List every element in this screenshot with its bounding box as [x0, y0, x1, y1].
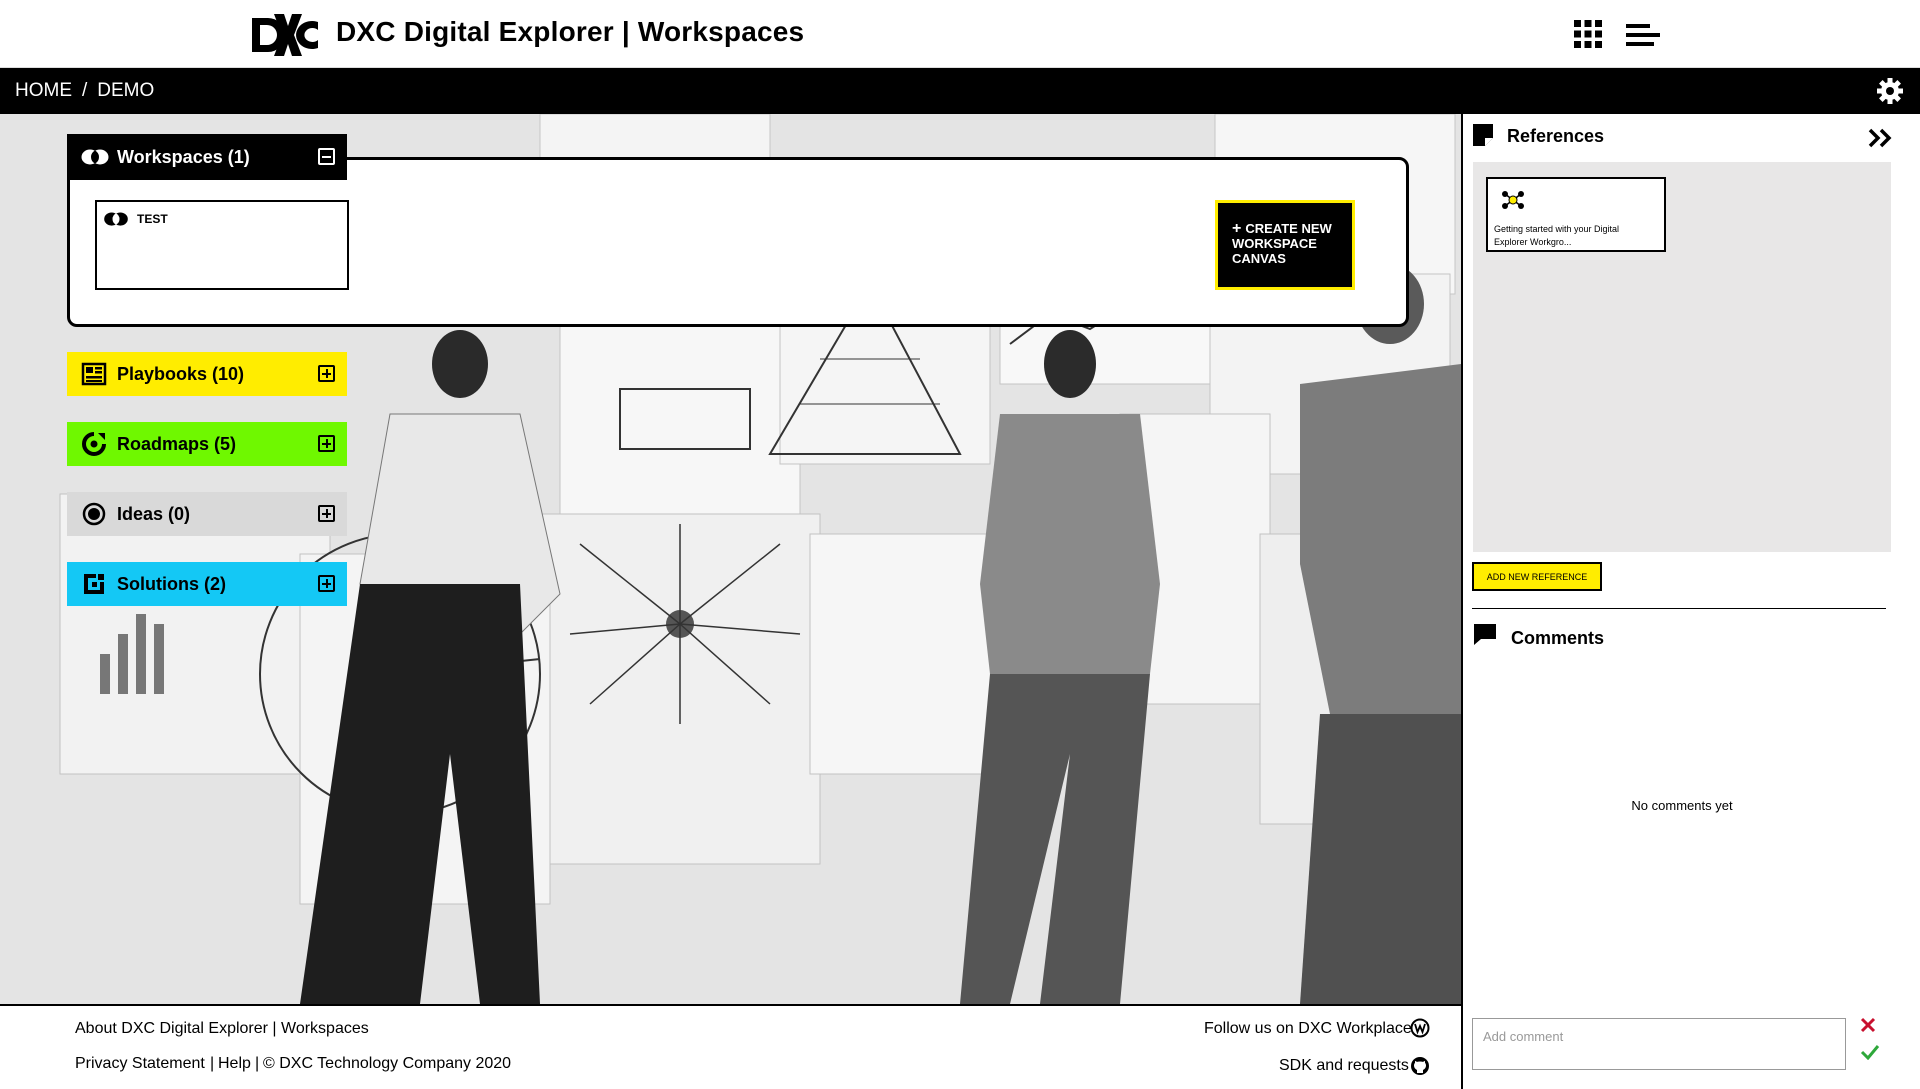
about-link[interactable]: About DXC Digital Explorer | Workspaces	[75, 1020, 369, 1037]
expand-ideas-button[interactable]	[318, 505, 335, 522]
checkmark-icon[interactable]	[1860, 1044, 1880, 1060]
github-icon[interactable]	[1410, 1056, 1430, 1076]
workspace-card[interactable]: TEST	[95, 200, 349, 290]
roadmaps-label: Roadmaps (5)	[117, 433, 237, 454]
dxc-logo-icon[interactable]	[250, 12, 320, 58]
copyright-text: © DXC Technology Company 2020	[263, 1055, 512, 1072]
playbook-icon	[81, 362, 107, 386]
grid-apps-icon[interactable]	[1574, 20, 1602, 48]
workspaces-header[interactable]: Workspaces (1)	[67, 134, 347, 180]
expand-roadmaps-button[interactable]	[318, 435, 335, 452]
footer: About DXC Digital Explorer | Workspaces …	[0, 1004, 1461, 1089]
roadmaps-header[interactable]: Roadmaps (5)	[67, 422, 347, 466]
references-icon	[1473, 124, 1493, 146]
workspace-main-area: Workspaces (1) TEST +CREATE NEW WORKSPAC…	[0, 114, 1461, 1004]
double-chevron-right-icon[interactable]	[1868, 128, 1894, 148]
no-comments-text: No comments yet	[1631, 798, 1733, 813]
workplace-icon[interactable]	[1410, 1018, 1430, 1038]
gear-icon[interactable]	[1876, 77, 1904, 105]
sdk-link[interactable]: SDK and requests	[1279, 1057, 1409, 1074]
solution-icon	[84, 574, 104, 594]
idea-icon	[82, 502, 106, 526]
app-title: DXC Digital Explorer | Workspaces	[336, 16, 805, 47]
reference-card[interactable]: Getting started with your Digital Explor…	[1486, 177, 1666, 252]
comment-icon	[1474, 624, 1496, 645]
close-icon[interactable]	[1860, 1017, 1876, 1033]
workspaces-title: Workspaces (1)	[117, 146, 250, 167]
breadcrumb: HOME / DEMO	[15, 80, 154, 102]
roadmap-icon	[82, 432, 106, 456]
plus-icon: +	[1232, 220, 1242, 237]
breadcrumb-separator: /	[82, 80, 88, 101]
sidebar-divider	[1472, 608, 1886, 609]
create-workspace-canvas-button[interactable]: +CREATE NEW WORKSPACE CANVAS	[1215, 200, 1355, 290]
reference-title: Getting started with your Digital Explor…	[1494, 224, 1620, 247]
breadcrumb-current: DEMO	[97, 80, 155, 101]
privacy-link[interactable]: Privacy Statement	[75, 1055, 205, 1072]
add-new-reference-button[interactable]: ADD NEW REFERENCE	[1472, 562, 1602, 591]
references-title: References	[1507, 126, 1605, 146]
footer-separator: |	[210, 1055, 215, 1072]
ideas-header[interactable]: Ideas (0)	[67, 492, 347, 536]
hamburger-menu-icon[interactable]	[1626, 24, 1660, 46]
network-icon	[1502, 191, 1524, 209]
playbooks-label: Playbooks (10)	[117, 363, 245, 384]
help-link[interactable]: Help	[218, 1055, 251, 1072]
playbooks-header[interactable]: Playbooks (10)	[67, 352, 347, 396]
solutions-header[interactable]: Solutions (2)	[67, 562, 347, 606]
workspace-icon	[81, 149, 109, 165]
create-workspace-label: CREATE NEW WORKSPACE CANVAS	[1232, 221, 1332, 266]
breadcrumb-home[interactable]: HOME	[15, 80, 72, 101]
footer-separator: |	[255, 1055, 260, 1072]
workspace-name: TEST	[137, 212, 168, 226]
top-header: DXC Digital Explorer | Workspaces	[0, 0, 1920, 68]
ideas-label: Ideas (0)	[117, 503, 191, 524]
solutions-label: Solutions (2)	[117, 573, 226, 594]
workspace-icon	[104, 212, 128, 226]
expand-playbooks-button[interactable]	[318, 365, 335, 382]
breadcrumb-bar: HOME / DEMO	[0, 68, 1920, 114]
expand-solutions-button[interactable]	[318, 575, 335, 592]
comments-title: Comments	[1511, 628, 1605, 648]
collapse-workspaces-button[interactable]	[318, 148, 335, 165]
follow-workplace-link[interactable]: Follow us on DXC Workplace	[1204, 1020, 1412, 1037]
add-comment-input[interactable]	[1472, 1018, 1846, 1070]
